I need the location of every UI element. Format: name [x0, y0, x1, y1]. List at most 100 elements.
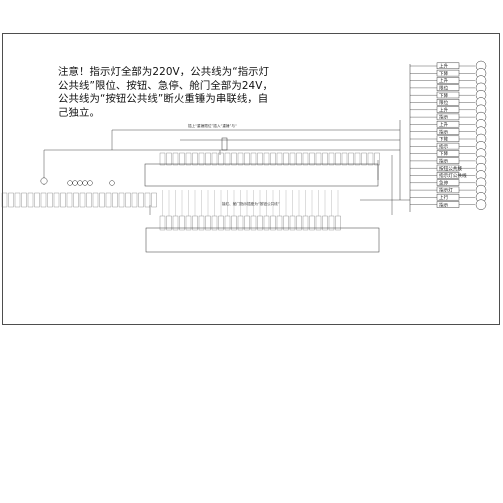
lamp-label: 指示 [439, 114, 449, 121]
terminal [73, 192, 79, 208]
terminal [172, 152, 179, 166]
terminal [192, 152, 198, 166]
lamp-label: 指示 [439, 143, 449, 150]
terminal [335, 152, 341, 166]
lamp-row: 下降 [410, 68, 487, 79]
terminal [27, 192, 34, 208]
terminal [211, 152, 218, 166]
terminal [92, 192, 99, 208]
left-terminal-strip [1, 192, 157, 208]
lamp-label: 上升 [439, 77, 449, 84]
terminal [166, 152, 172, 166]
terminal [205, 152, 211, 166]
lamp-row: 上升 [410, 75, 487, 86]
lamp-label: 急停 [439, 179, 449, 186]
lamp-label: 限位 [439, 99, 449, 106]
terminal [8, 192, 14, 208]
lamp-column: 上升下降上升限位下降限位上升指示上升指示下降指示下降指示按钮公共线指示灯公共线急… [410, 60, 487, 210]
terminal [322, 152, 328, 166]
terminal [354, 152, 361, 166]
terminal [250, 152, 257, 166]
terminal [14, 192, 21, 208]
terminal [40, 192, 47, 208]
connector-circles [40, 177, 115, 186]
lamp-row: 指示 [410, 155, 487, 167]
lamp-row: 限位 [410, 97, 487, 108]
lamp-row: 指示 [410, 126, 487, 137]
lamp-row: 下降 [410, 133, 487, 145]
terminal [374, 152, 380, 166]
terminal [289, 152, 296, 166]
lower-terminal-strip [145, 190, 380, 253]
terminal [296, 152, 302, 166]
terminal [185, 152, 192, 166]
terminal [198, 152, 205, 166]
terminal [159, 152, 166, 166]
lamp-label: 指示 [439, 158, 449, 165]
lamp-label: 指示 [439, 201, 449, 208]
warning-note: 注意！指示灯全部为220V，公共线为“指示灯公共线”限位、按钮、急停、舱门全部为… [58, 66, 273, 119]
terminal [276, 152, 283, 166]
terminal [1, 192, 8, 208]
lamp-row: 指示 [410, 199, 487, 210]
terminal [179, 152, 185, 166]
terminal [270, 152, 276, 166]
lamp-label: 指示灯公共线 [439, 172, 467, 179]
terminal [218, 152, 224, 166]
lamp-row: 指示 [410, 141, 487, 152]
terminal [99, 192, 105, 208]
lamp-row: 指示 [410, 111, 487, 123]
lamp-row: 下降 [410, 89, 487, 101]
terminal [47, 192, 53, 208]
lamp-row: 指示灯公共线 [410, 170, 487, 181]
lamp-label: 下降 [439, 92, 449, 99]
terminal [283, 152, 289, 166]
terminal [112, 192, 118, 208]
upper-terminal-strip [144, 152, 380, 187]
terminal [105, 192, 112, 208]
right-bus [399, 64, 411, 212]
terminal [86, 192, 92, 208]
lamp-label: 下降 [439, 136, 449, 143]
lamp-row: 上升 [410, 119, 487, 130]
lamp-label: 上升 [439, 106, 449, 113]
terminal [224, 152, 231, 166]
terminal [34, 192, 40, 208]
terminal [125, 192, 131, 208]
annotation-boxes [221, 137, 228, 151]
lamp-label: 上升 [439, 121, 449, 128]
lamp-row: 下降 [410, 148, 487, 159]
lamp-row: 按钮公共线 [410, 162, 487, 174]
lamp-row: 上升 [410, 60, 487, 72]
lower-annotation: 接红、舱门指示插座为“按钮公共线” [222, 201, 280, 206]
lamp-row: 限位 [410, 82, 487, 94]
terminal [79, 192, 86, 208]
upper-annotation: 插上“重锤限位”插入“重锤”与“ [188, 123, 237, 128]
terminal [302, 152, 309, 166]
lamp-label: 下降 [439, 150, 449, 157]
terminal [341, 152, 348, 166]
terminal [244, 152, 250, 166]
lamp-row: 急停 [410, 177, 487, 189]
terminal [257, 152, 263, 166]
terminal [118, 192, 125, 208]
lamp-label: 上行 [439, 194, 449, 201]
lamp-label: 下降 [439, 70, 449, 77]
terminal [231, 152, 237, 166]
terminal [144, 192, 151, 208]
lamp-icon [475, 199, 487, 210]
lamp-row: 上升 [410, 104, 487, 116]
terminal [138, 192, 144, 208]
terminal [348, 152, 354, 166]
lamp-label: 上升 [439, 63, 449, 70]
terminal [361, 152, 367, 166]
terminal [315, 152, 322, 166]
terminal [237, 152, 244, 166]
lamp-label: 按钮公共线 [439, 165, 462, 172]
terminal [328, 152, 335, 166]
lamp-label: 指示灯 [439, 187, 453, 194]
terminal [309, 152, 315, 166]
terminal [53, 192, 60, 208]
lamp-row: 上行 [410, 192, 487, 203]
